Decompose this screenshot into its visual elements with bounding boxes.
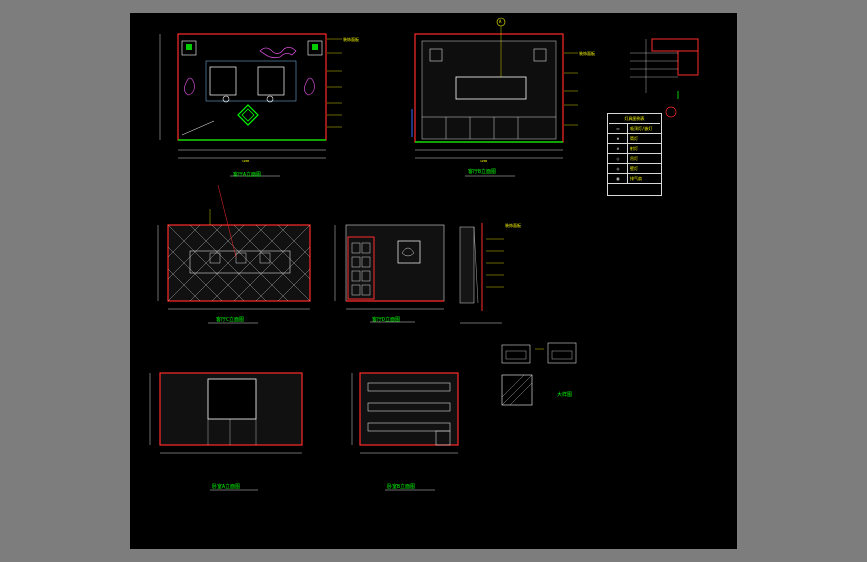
callout-mark: A bbox=[499, 19, 502, 24]
legend-row: ▣ 排气扇 bbox=[608, 174, 661, 184]
view-title: 客厅C立面图 bbox=[216, 317, 245, 323]
legend-symbol-icon: ○ bbox=[609, 154, 628, 163]
cad-drawing bbox=[149, 17, 699, 491]
view-title: 卧室A立面图 bbox=[212, 484, 241, 490]
elevation-view-6 bbox=[351, 372, 459, 491]
elevation-view-3 bbox=[157, 184, 311, 324]
legend-symbol-icon: ⊙ bbox=[609, 144, 628, 153]
elevation-view-5 bbox=[149, 372, 303, 491]
legend-row: ◎ 壁灯 bbox=[608, 164, 661, 174]
drawing-viewport[interactable]: 客厅A立面图 客厅B立面图 客厅C立面图 客厅D立面图 卧室A立面图 卧室B立面… bbox=[130, 13, 737, 549]
legend-text: 射灯 bbox=[630, 146, 638, 151]
view-title: 客厅D立面图 bbox=[372, 317, 401, 323]
legend-text: 吊灯 bbox=[630, 156, 638, 161]
legend-text: 筒灯 bbox=[630, 136, 638, 141]
section-detail bbox=[630, 38, 699, 118]
annotation-label: 装饰面板 bbox=[579, 51, 595, 56]
legend-symbol-icon: ▣ bbox=[609, 174, 628, 183]
dimension-label: 1200 bbox=[242, 159, 250, 163]
elevation-view-1 bbox=[159, 33, 342, 177]
dimension-label: 1200 bbox=[480, 159, 488, 163]
legend-title: 灯具图例表 bbox=[609, 115, 660, 124]
legend-row: ○ 吊灯 bbox=[608, 154, 661, 164]
view-title: 客厅B立面图 bbox=[468, 169, 497, 175]
elevation-view-4 bbox=[334, 224, 445, 323]
annotation-label: 装饰面板 bbox=[505, 223, 521, 228]
legend-symbol-icon: ▭ bbox=[609, 124, 628, 133]
small-details bbox=[501, 342, 577, 406]
legend-text: 排气扇 bbox=[630, 176, 642, 181]
legend-text: 吸顶灯/嵌灯 bbox=[630, 126, 653, 131]
view-title: 大样图 bbox=[557, 392, 573, 398]
legend-symbol-icon: ⊕ bbox=[609, 134, 628, 143]
legend-row: ⊙ 射灯 bbox=[608, 144, 661, 154]
view-title: 客厅A立面图 bbox=[233, 172, 262, 178]
lighting-legend-table: 灯具图例表 ▭ 吸顶灯/嵌灯 ⊕ 筒灯 ⊙ 射灯 ○ 吊灯 ◎ 壁灯 ▣ 排气扇 bbox=[607, 113, 662, 196]
annotation-label: 装饰面板 bbox=[343, 37, 359, 42]
legend-text: 壁灯 bbox=[630, 166, 638, 171]
elevation-view-2 bbox=[411, 17, 578, 177]
legend-symbol-icon: ◎ bbox=[609, 164, 628, 173]
view-title: 卧室B立面图 bbox=[387, 484, 416, 490]
section-strip bbox=[459, 223, 504, 324]
legend-row: ⊕ 筒灯 bbox=[608, 134, 661, 144]
legend-row: ▭ 吸顶灯/嵌灯 bbox=[608, 124, 661, 134]
